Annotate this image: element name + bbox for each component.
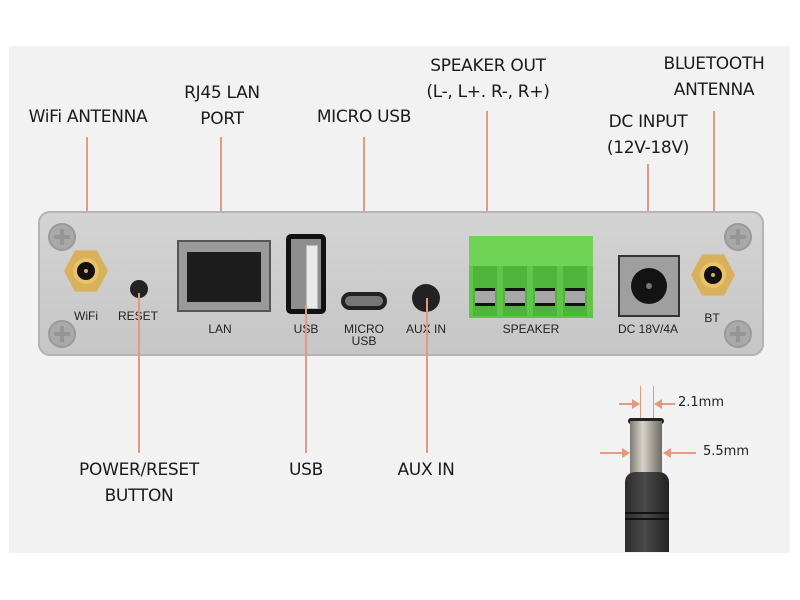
callout-speaker-line1: SPEAKER OUT — [430, 56, 546, 76]
callout-rj45-line2: PORT — [200, 109, 244, 129]
micro-usb-label-line1: MICRO — [344, 322, 384, 336]
dimension-outer-diameter: 5.5mm — [703, 444, 750, 459]
leader-line-wifi — [86, 137, 88, 269]
callout-usb: USB — [289, 460, 323, 480]
usb-port — [286, 234, 326, 314]
callout-dc-line2: (12V-18V) — [606, 138, 690, 158]
leader-line-reset — [138, 293, 140, 453]
callout-power-reset-button: POWER/RESET BUTTON — [68, 457, 210, 509]
leader-line-lan — [220, 137, 222, 269]
bluetooth-antenna-connector — [691, 253, 735, 297]
callout-dc-input: DC INPUT (12V-18V) — [598, 109, 698, 161]
callout-aux-in: AUX IN — [397, 460, 455, 480]
arrow-inner-right — [654, 399, 675, 409]
leader-line-aux — [426, 298, 428, 453]
panel-label-aux-in: AUX IN — [405, 322, 446, 336]
callout-power-reset-line2: BUTTON — [104, 486, 174, 506]
callout-speaker-line2: (L-, L+. R-, R+) — [426, 82, 550, 102]
dc-plug-groove — [625, 512, 669, 514]
panel-label-wifi: WiFi — [74, 309, 98, 323]
leader-line-bt — [713, 111, 715, 277]
arrow-outer-right — [663, 448, 696, 458]
callout-dc-line1: DC INPUT — [608, 112, 688, 132]
wifi-antenna-connector — [64, 249, 108, 293]
dc-plug-tip — [630, 421, 662, 473]
dim-guide-right — [653, 386, 654, 420]
leader-line-speaker — [486, 111, 488, 265]
speaker-terminal-block — [469, 236, 593, 318]
panel-label-lan: LAN — [208, 322, 232, 336]
callout-bt-line2: ANTENNA — [673, 80, 755, 100]
panel-label-dc: DC 18V/4A — [617, 322, 679, 336]
panel-label-reset: RESET — [108, 310, 168, 322]
callout-rj45-line1: RJ45 LAN — [184, 83, 260, 103]
callout-bt-line1: BLUETOOTH — [663, 54, 765, 74]
callout-wifi-antenna: WiFi ANTENNA — [28, 107, 148, 127]
dimension-inner-diameter: 2.1mm — [678, 395, 725, 410]
arrow-outer-left — [600, 448, 630, 458]
callout-speaker-out: SPEAKER OUT (L-, L+. R-, R+) — [418, 53, 558, 105]
dc-power-jack — [618, 255, 680, 317]
screw-icon — [48, 320, 76, 348]
leader-line-usb — [305, 305, 307, 453]
dim-guide-left — [640, 386, 641, 420]
screw-icon — [724, 320, 752, 348]
callout-bluetooth-antenna: BLUETOOTH ANTENNA — [652, 51, 776, 103]
micro-usb-label-line2: USB — [351, 334, 377, 348]
arrow-inner-left — [619, 399, 640, 409]
callout-power-reset-line1: POWER/RESET — [79, 460, 199, 480]
reset-button[interactable] — [130, 280, 148, 298]
lan-port — [177, 240, 271, 312]
panel-label-speaker: SPEAKER — [502, 322, 560, 336]
callout-micro-usb: MICRO USB — [316, 107, 412, 127]
callout-rj45-lan-port: RJ45 LAN PORT — [170, 80, 274, 132]
panel-label-bt: BT — [704, 311, 720, 325]
screw-icon — [48, 223, 76, 251]
panel-label-micro-usb: MICRO USB — [334, 323, 394, 347]
dc-plug-groove — [625, 518, 669, 520]
micro-usb-port — [341, 292, 387, 310]
screw-icon — [724, 223, 752, 251]
